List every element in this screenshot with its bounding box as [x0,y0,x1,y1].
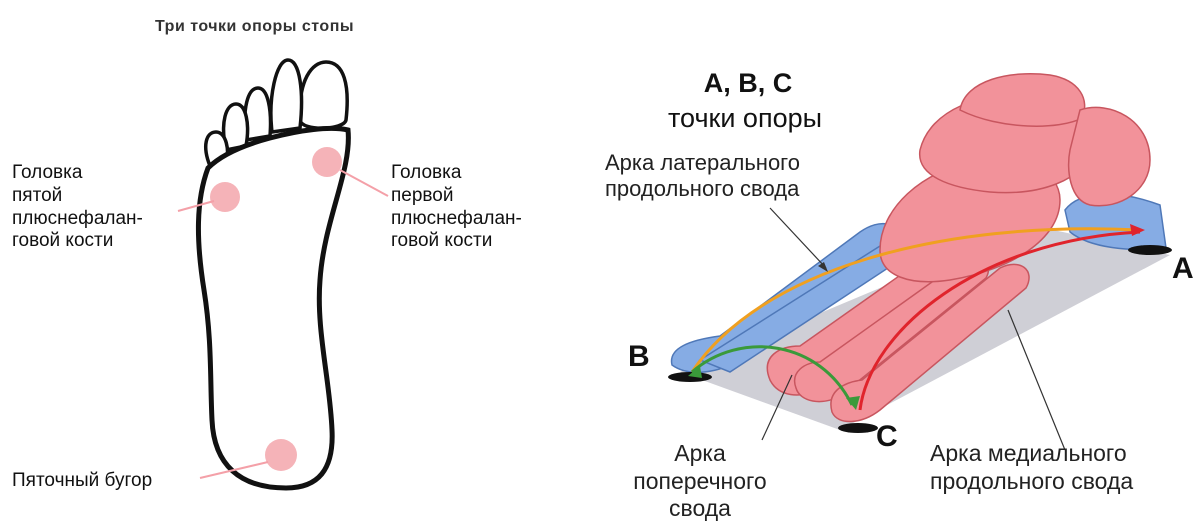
leader-lateral-arch [770,208,826,268]
label-line: Арка латерального [605,150,800,176]
diagram-page: Три точки опоры стопы Головка пятой плюс… [0,0,1204,511]
foot-skeleton-illustration [0,0,1204,511]
support-points-caption: точки опоры [630,103,860,134]
pad-c [838,423,878,433]
label-line: продольного свода [930,468,1133,496]
leader-medial-arch [1008,310,1065,450]
label-line: поперечного свода [600,468,800,523]
label-line: продольного свода [605,176,800,202]
label-transverse-arch: Арка поперечного свода [600,440,800,523]
support-points-letters: A, B, C [648,68,848,99]
point-c-label: C [876,420,898,454]
point-b-label: B [628,340,650,374]
label-line: Арка [600,440,800,468]
pad-a [1128,245,1172,255]
label-line: Арка медиального [930,440,1133,468]
point-a-label: A [1172,252,1194,286]
label-lateral-arch: Арка латерального продольного свода [605,150,800,203]
label-medial-arch: Арка медиального продольного свода [930,440,1133,495]
pad-b [668,372,712,382]
